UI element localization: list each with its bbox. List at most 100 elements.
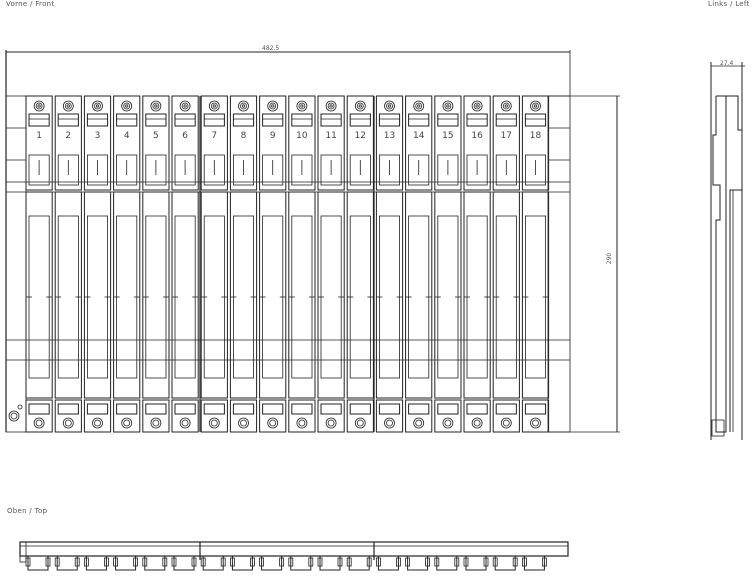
top-slot-tab	[54, 557, 60, 567]
slot-screw-top	[413, 100, 425, 112]
slot-bottom	[405, 399, 433, 433]
slot-number-13: 13	[384, 131, 395, 141]
slot-window	[57, 215, 79, 379]
slot-latch	[87, 154, 109, 186]
slot-screw-top-core	[358, 104, 362, 108]
slot-connector-bottom	[86, 403, 109, 415]
slot-number-6: 6	[182, 131, 188, 141]
slot-screw-bottom	[33, 417, 45, 429]
slot-screw-bottom-inner	[123, 419, 131, 427]
slot-screw-top-inner	[181, 102, 189, 110]
slot-number-11: 11	[325, 131, 336, 141]
width-dimension: 482.5	[262, 45, 280, 52]
slot-3-top	[83, 95, 112, 191]
depth-dimension: 27.4	[720, 60, 734, 67]
slot-connector-top	[291, 113, 313, 127]
slot-12-top	[346, 95, 374, 191]
slot-connector-top	[495, 113, 517, 127]
top-slot-5	[144, 556, 166, 571]
slot-latch	[145, 154, 167, 186]
top-slot-tab	[191, 557, 197, 567]
slot-screw-top	[150, 100, 162, 112]
slot-number-8: 8	[241, 131, 247, 141]
slot-connector-bottom	[466, 403, 488, 415]
slot-connector-top	[57, 113, 79, 127]
slot-screw-top-core	[504, 104, 508, 108]
slot-number-4: 4	[124, 131, 130, 141]
slot-screw-top-inner	[240, 102, 247, 110]
slot-screw-bottom-inner	[473, 419, 481, 427]
top-slot-tab	[492, 557, 498, 567]
slot-latch	[291, 154, 313, 186]
top-slot-8	[231, 556, 253, 571]
slot-window	[262, 215, 284, 379]
slot-screw-bottom-inner	[269, 419, 277, 427]
slot-number-18: 18	[530, 131, 542, 141]
slot-body	[54, 191, 82, 399]
slot-screw-top-core	[125, 104, 129, 108]
slot-window	[291, 215, 313, 379]
top-slot-tab	[25, 557, 31, 567]
top-view-label: Oben / Top	[7, 507, 48, 515]
top-slot-1	[27, 556, 49, 571]
slot-screw-top	[471, 100, 483, 112]
slot-screw-bottom	[62, 417, 74, 429]
slot-screw-top-inner	[298, 102, 306, 110]
slot-body	[229, 191, 258, 399]
slot-1-top	[25, 95, 53, 191]
ground-screw	[8, 410, 20, 422]
slot-number-14: 14	[413, 131, 425, 141]
slot-body	[346, 191, 374, 399]
slot-bottom	[434, 399, 462, 433]
slot-latch	[408, 154, 430, 186]
slot-window	[525, 215, 547, 379]
slot-bottom	[375, 399, 404, 433]
top-slot-tab	[337, 557, 343, 567]
slot-screw-top-inner	[210, 102, 218, 110]
top-slot-tab	[220, 557, 226, 567]
slot-window	[174, 215, 196, 379]
top-slot-tab	[463, 557, 469, 567]
slot-screw-top-core	[446, 104, 450, 108]
slot-body	[521, 191, 550, 399]
ground-screw-inner	[10, 412, 18, 420]
slot-connector-top	[437, 113, 459, 127]
slot-connector-top	[320, 113, 342, 127]
slot-screw-bottom	[413, 417, 425, 429]
slot-connector-bottom	[28, 403, 50, 415]
slot-5-top	[142, 95, 170, 191]
slot-connector-bottom	[320, 403, 342, 415]
top-slot-tab	[74, 557, 80, 567]
slot-latch	[174, 154, 196, 186]
slot-screw-top-core	[300, 104, 304, 108]
slot-screw-top-inner	[269, 102, 277, 110]
slot-screw-top-core	[183, 104, 187, 108]
slot-body	[113, 191, 141, 399]
slot-screw-bottom	[208, 417, 220, 429]
slot-body	[142, 191, 170, 399]
slot-bottom	[113, 399, 141, 433]
slot-screw-top	[92, 100, 103, 112]
slot-bottom	[521, 399, 550, 433]
slot-window	[203, 215, 225, 379]
slot-screw-top-inner	[532, 102, 539, 110]
slot-bottom	[142, 399, 170, 433]
top-slot-2	[56, 556, 78, 571]
slot-screw-bottom-inner	[64, 419, 72, 427]
top-slot-tab	[142, 557, 148, 567]
slot-number-12: 12	[355, 131, 366, 141]
slot-screw-bottom-inner	[181, 419, 189, 427]
slot-body	[492, 191, 520, 399]
top-slot-tab	[200, 557, 206, 567]
top-slot-12	[348, 556, 370, 571]
slot-latch	[203, 154, 225, 186]
slot-screw-bottom-inner	[502, 419, 510, 427]
slot-number-15: 15	[442, 131, 453, 141]
right-rail	[547, 95, 571, 433]
slot-window	[232, 215, 254, 379]
slot-number-2: 2	[65, 131, 71, 141]
slot-latch	[262, 154, 284, 186]
slot-14-top	[405, 95, 433, 191]
top-rail	[19, 541, 569, 557]
slot-latch	[116, 154, 138, 186]
